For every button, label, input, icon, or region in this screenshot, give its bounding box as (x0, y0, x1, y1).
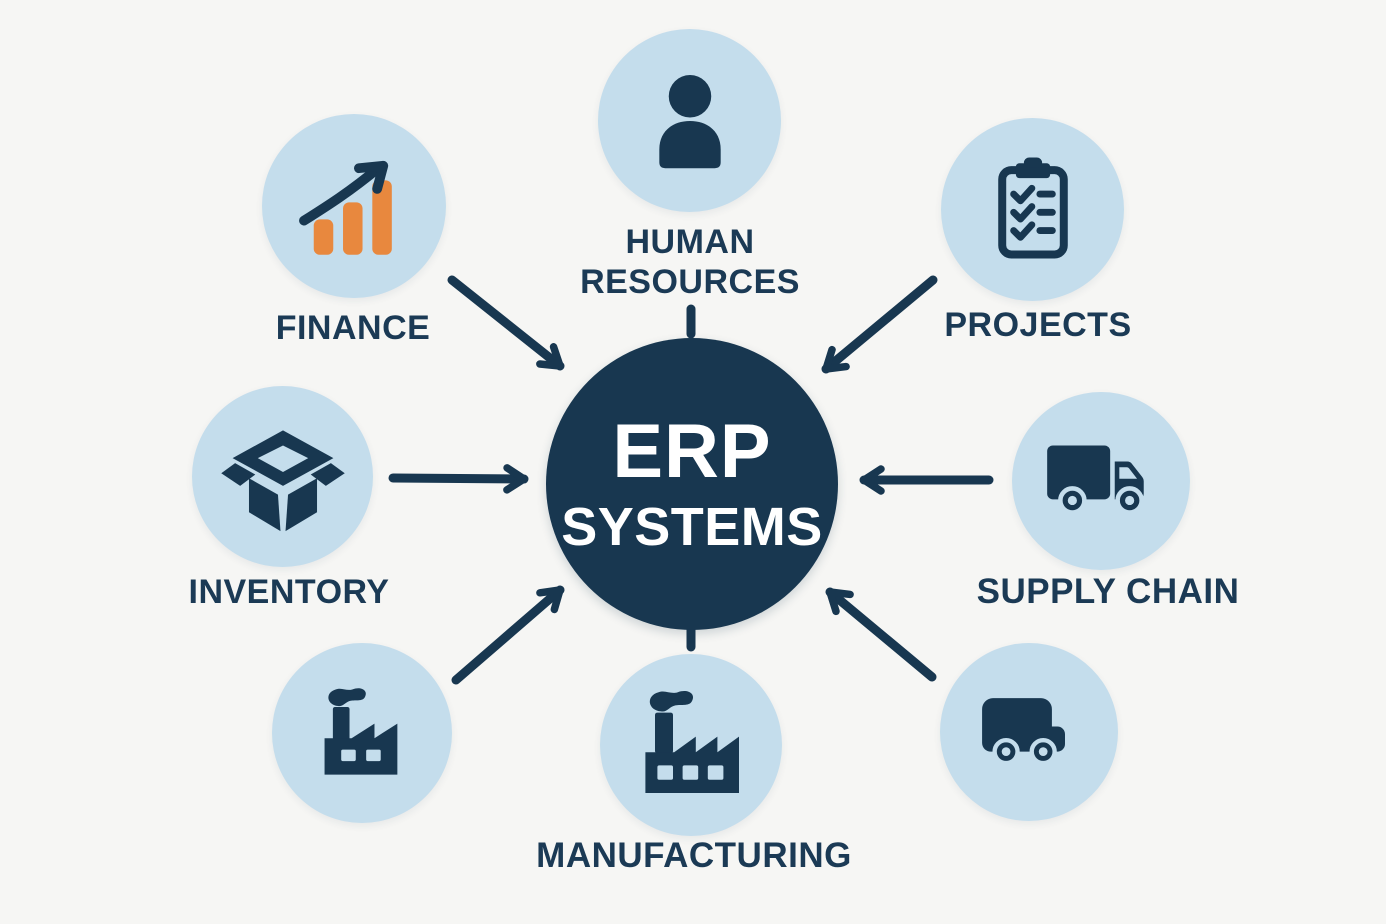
label-supply-chain: SUPPLY CHAIN (976, 572, 1240, 611)
factory-icon (645, 690, 739, 793)
node-human-resources (598, 29, 781, 212)
node-inventory (192, 386, 373, 567)
node-factory (272, 643, 452, 823)
arrow-factory-to-center (451, 585, 565, 685)
label-inventory: INVENTORY (188, 573, 390, 611)
arrow-projects-to-center (821, 275, 938, 374)
label-human-resources-line2: RESOURCES (580, 263, 800, 301)
label-finance: FINANCE (275, 309, 431, 347)
erp-subtitle: SYSTEMS (561, 497, 823, 557)
label-manufacturing: MANUFACTURING (536, 836, 852, 875)
label-projects: PROJECTS (944, 306, 1132, 344)
arrow-van-to-center (825, 587, 937, 682)
erp-title: ERP (612, 409, 772, 494)
delivery-truck-icon (1047, 445, 1144, 515)
node-finance (262, 114, 446, 298)
erp-center-circle: ERP SYSTEMS (546, 338, 838, 630)
label-human-resources: HUMAN RESOURCES (580, 222, 800, 302)
factory-icon (324, 688, 398, 775)
node-supply-chain (1012, 392, 1190, 570)
arrow-inventory-to-center (388, 464, 529, 494)
label-human-resources-line1: HUMAN (625, 223, 755, 261)
person-icon (658, 74, 721, 168)
delivery-van-icon (982, 698, 1065, 766)
node-delivery-van (940, 643, 1118, 821)
node-projects (941, 118, 1124, 301)
growth-chart-icon (299, 160, 392, 255)
clipboard-checklist-icon (997, 157, 1068, 258)
node-manufacturing (600, 654, 782, 836)
arrow-finance-to-center (447, 275, 565, 371)
open-box-icon (220, 429, 345, 531)
